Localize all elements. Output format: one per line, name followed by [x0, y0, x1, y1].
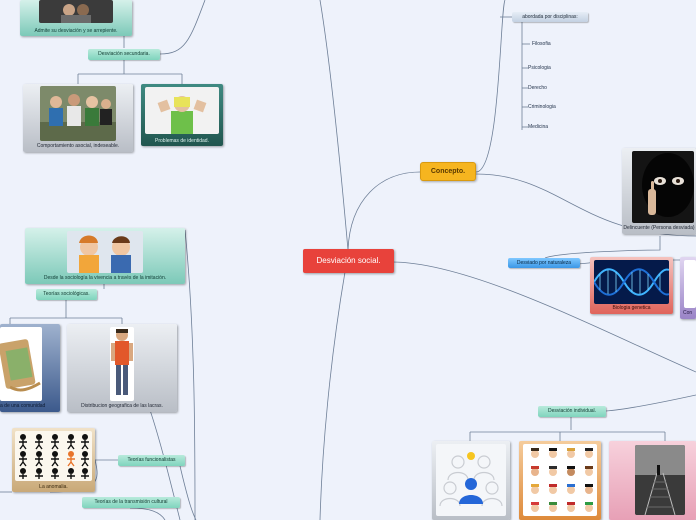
- faces-card[interactable]: [519, 441, 601, 520]
- disciplinas-node[interactable]: abordada por disciplinas:: [512, 12, 588, 22]
- teen-boy-image: [110, 327, 134, 401]
- railway-image: [635, 445, 685, 515]
- desviacion-individual-node[interactable]: Desviación individual.: [538, 406, 606, 417]
- concept-node[interactable]: Concepto.: [420, 162, 476, 181]
- discipline-item-label: Filosofia: [532, 41, 551, 47]
- anomaly-image: [15, 431, 92, 481]
- discipline-item[interactable]: Derecho: [528, 85, 547, 91]
- concept-label: Concepto.: [430, 168, 466, 175]
- discipline-item-label: Criminologia: [528, 104, 556, 110]
- biologia-caption: Biologia genetica: [612, 305, 651, 311]
- delincuente-card[interactable]: Delincuente (Persona desviada): [622, 148, 696, 234]
- discipline-item[interactable]: Criminologia: [528, 104, 556, 110]
- teens-image: [40, 86, 116, 141]
- teorias-sociologicas-node[interactable]: Teorías sociológicas.: [36, 289, 97, 300]
- anomalia-caption: La anomalia.: [39, 484, 68, 490]
- money-image: [0, 327, 42, 401]
- problemas-card[interactable]: Problemas de identidad.: [141, 84, 223, 146]
- discipline-item-label: Medicina: [528, 124, 549, 130]
- dna-image: [594, 260, 669, 304]
- desviacion-individual-label: Desviación individual.: [547, 408, 597, 414]
- imitacion-caption: Desde la sociología la vivencia a través…: [43, 275, 167, 281]
- teorias-funcionalistas-label: Teorías funcionalistas: [127, 457, 176, 463]
- comportamiento-caption: Comportamiento asocial, indeseable.: [36, 143, 120, 149]
- central-topic[interactable]: Desviación social.: [303, 249, 394, 273]
- desviado-naturaleza-node[interactable]: Desviado por naturaleza: [508, 258, 580, 268]
- purple-card[interactable]: Con: [680, 257, 696, 319]
- imitacion-card[interactable]: Desde la sociología la vivencia a través…: [25, 228, 185, 284]
- group-people-image: [436, 444, 506, 516]
- delincuente-caption: Delincuente (Persona desviada): [623, 225, 695, 231]
- disciplinas-label: abordada por disciplinas:: [522, 14, 578, 20]
- teorias-sociologicas-label: Teorías sociológicas.: [43, 291, 90, 297]
- comunidad-caption: a de una comunidad: [0, 403, 46, 409]
- discipline-item[interactable]: Psicologia: [528, 65, 551, 71]
- discipline-item-label: Psicologia: [528, 65, 551, 71]
- group-people-card[interactable]: [432, 441, 510, 520]
- distribucion-caption: Distribucion geografica de las lacras.: [81, 403, 163, 409]
- comportamiento-card[interactable]: Comportamiento asocial, indeseable.: [23, 84, 133, 152]
- discipline-item[interactable]: Medicina: [528, 124, 548, 130]
- discipline-item-label: Derecho: [528, 85, 547, 91]
- distribucion-card[interactable]: Distribucion geografica de las lacras.: [67, 324, 177, 412]
- anomalia-card[interactable]: La anomalia.: [12, 428, 95, 492]
- faces-grid-image: [523, 444, 597, 516]
- comunidad-card[interactable]: a de una comunidad: [0, 324, 60, 412]
- desviado-naturaleza-label: Desviado por naturaleza: [516, 260, 572, 266]
- identity-image: [145, 87, 219, 134]
- transmision-cultural-node[interactable]: Teorías de la transmisión cultural: [82, 497, 180, 508]
- teorias-funcionalistas-node[interactable]: Teorías funcionalistas: [118, 455, 185, 466]
- biologia-card[interactable]: Biologia genetica: [590, 257, 673, 314]
- desviacion-secundaria-label: Desviación secundaria.: [98, 51, 150, 57]
- central-topic-label: Desviación social.: [316, 256, 381, 265]
- masked-person-image: [632, 151, 694, 223]
- discipline-item[interactable]: Filosofia: [532, 41, 551, 47]
- admite-caption: Admite su desviación y se arrepiente.: [34, 28, 118, 34]
- desviacion-secundaria-node[interactable]: Desviación secundaria.: [88, 49, 160, 60]
- purple-card-image: [684, 260, 696, 308]
- problemas-caption: Problemas de identidad.: [155, 138, 209, 144]
- admite-image: [39, 0, 113, 23]
- imitation-image: [67, 231, 143, 273]
- railway-card[interactable]: [609, 441, 696, 520]
- transmision-cultural-label: Teorías de la transmisión cultural: [94, 499, 168, 505]
- admite-card[interactable]: Admite su desviación y se arrepiente.: [20, 0, 132, 36]
- purple-card-caption: Con: [683, 310, 693, 316]
